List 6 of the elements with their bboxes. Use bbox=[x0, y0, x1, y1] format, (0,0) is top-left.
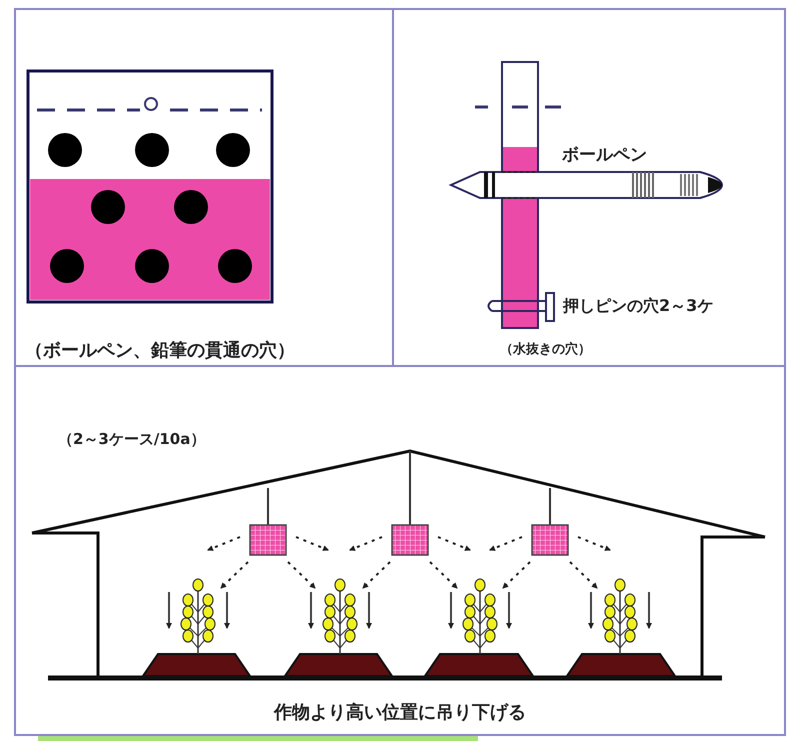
pen-label: ボールペン bbox=[562, 144, 647, 166]
caption: 作物より高い位置に吊り下げる bbox=[274, 701, 526, 724]
drain-hole-label: （水抜きの穴） bbox=[500, 340, 591, 358]
pin-hole-label: 押しピンの穴2～3ケ bbox=[563, 296, 714, 317]
density-note: （2～3ケース/10a） bbox=[58, 430, 206, 449]
caption: （ボールペン、鉛筆の貫通の穴） bbox=[25, 339, 295, 362]
